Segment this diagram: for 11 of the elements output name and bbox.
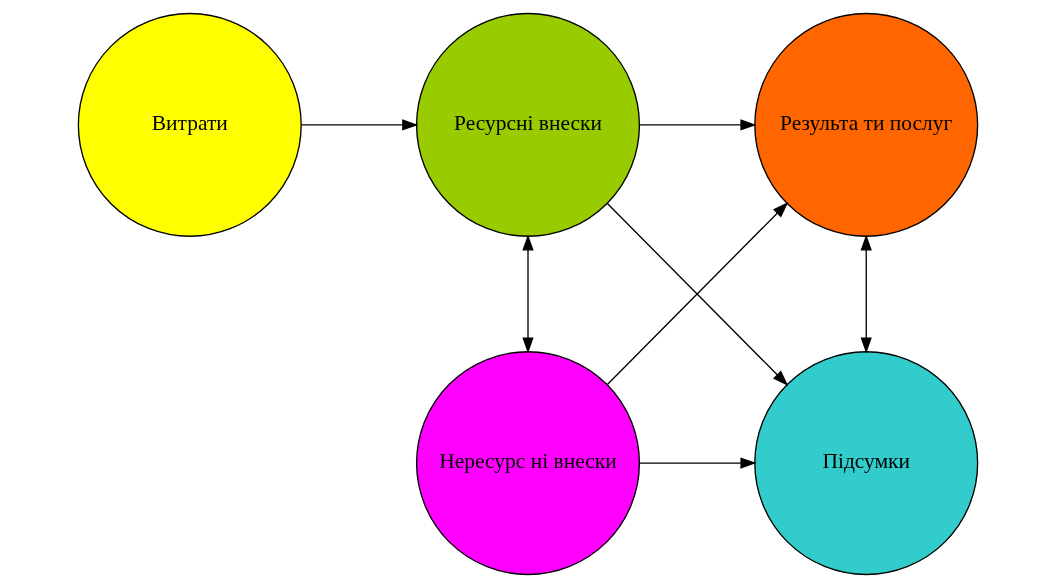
arrow — [860, 234, 872, 354]
arrow — [300, 119, 418, 131]
node-circle: Ресурсні внески — [415, 12, 640, 237]
arrow — [606, 202, 788, 386]
node-circle: Підсумки — [753, 351, 978, 576]
node-circle: Витрати — [77, 12, 302, 237]
node-circle: Результа ти послуг — [753, 12, 978, 237]
node-circle: Нересурс ні внески — [415, 351, 640, 576]
arrow — [521, 234, 534, 354]
arrow — [638, 119, 756, 131]
arrow — [638, 457, 756, 469]
